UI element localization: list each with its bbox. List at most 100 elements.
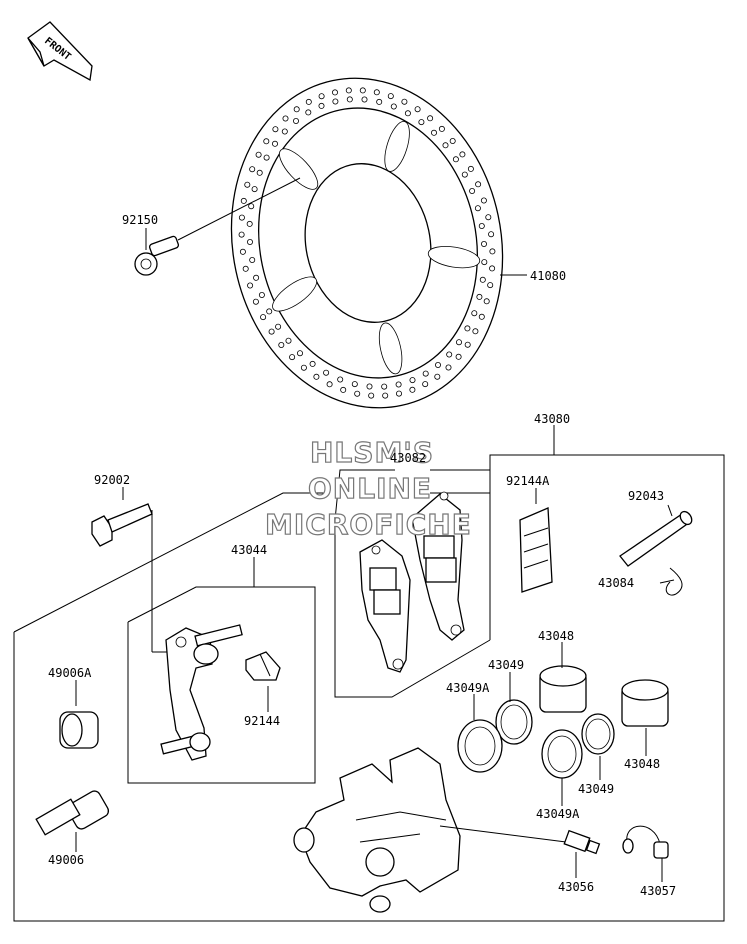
disc-hole — [271, 140, 278, 147]
leader-lines — [75, 425, 675, 882]
disc-hole — [313, 373, 320, 380]
piston-left — [539, 665, 587, 713]
disc-hole — [354, 390, 361, 397]
disc-hole — [351, 381, 358, 388]
disc-hole — [373, 89, 380, 96]
disc-hole — [260, 314, 267, 321]
disc-hole — [442, 142, 449, 149]
disc-hole — [434, 373, 441, 380]
disc-hole — [409, 377, 416, 384]
disc-bolt — [134, 177, 301, 276]
label-43048-top: 43048 — [538, 629, 574, 643]
bracket-outline — [127, 586, 316, 784]
disc-hole — [478, 222, 485, 229]
disc-slot — [384, 120, 410, 172]
disc-hole — [285, 337, 292, 344]
disc-hole — [253, 274, 260, 281]
watermark-line-1: HLSM'S — [310, 436, 434, 469]
disc-hole — [472, 328, 479, 335]
disc-hole — [489, 265, 496, 272]
label-41080: 41080 — [530, 269, 566, 283]
label-49006A: 49006A — [48, 666, 92, 680]
disc-hole — [309, 360, 316, 367]
disc-hole — [275, 323, 282, 330]
disc-hole — [445, 364, 452, 371]
label-92144: 92144 — [244, 714, 280, 728]
disc-hole — [346, 96, 353, 103]
disc-hole — [476, 293, 483, 300]
disc-hole — [401, 98, 408, 105]
disc-hole — [246, 220, 253, 227]
disc-hole — [395, 381, 402, 388]
label-92144A: 92144A — [506, 474, 550, 488]
pad-set-outline — [334, 469, 491, 698]
bleeder-valve — [563, 829, 601, 855]
disc-slot — [279, 148, 319, 190]
disc-slot — [427, 245, 481, 269]
piston-dust-seal-bottom — [541, 729, 583, 779]
disc-hole — [422, 381, 429, 388]
disc-hole — [268, 328, 275, 335]
disc-hole — [293, 106, 300, 113]
disc-hole — [255, 151, 262, 158]
disc-hole — [464, 341, 471, 348]
disc-hole — [359, 87, 366, 94]
disc-hole — [446, 351, 453, 358]
label-43049-top: 43049 — [488, 658, 524, 672]
disc-hole — [414, 106, 421, 113]
caliper-body — [293, 747, 567, 913]
disc-hole — [266, 308, 273, 315]
disc-hole — [489, 248, 496, 255]
disc-hole — [345, 87, 352, 94]
disc-hole — [366, 383, 373, 390]
disc-hole — [272, 126, 279, 133]
label-43080: 43080 — [534, 412, 570, 426]
label-92043: 92043 — [628, 489, 664, 503]
disc-hole — [480, 197, 487, 204]
label-43044: 43044 — [231, 543, 267, 557]
disc-hole — [331, 89, 338, 96]
disc-hole — [238, 231, 245, 238]
disc-hole — [249, 256, 256, 263]
disc-hole — [387, 93, 394, 100]
bleeder-cap — [622, 825, 669, 859]
disc-hole — [240, 197, 247, 204]
disc-hole — [474, 205, 481, 212]
disc-hole — [263, 138, 270, 145]
disc-hole — [438, 125, 445, 132]
disc-hole — [464, 325, 471, 332]
disc-slot — [378, 322, 403, 375]
disc-hole — [418, 119, 425, 126]
disc-hole — [300, 364, 307, 371]
disc-hole — [368, 392, 375, 399]
disc-hole — [479, 276, 486, 283]
piston-seal-top — [495, 699, 533, 745]
disc-hole — [434, 361, 441, 368]
disc-hole — [475, 181, 482, 188]
part-labels: 92150 41080 43080 43082 92002 92144A 920… — [48, 213, 676, 898]
disc-hole — [292, 118, 299, 125]
front-arrow-icon: FRONT — [27, 21, 93, 82]
disc-hole — [258, 291, 265, 298]
disc-hole — [318, 93, 325, 100]
disc-hole — [395, 390, 402, 397]
disc-hole — [242, 265, 249, 272]
disc-hole — [244, 181, 251, 188]
disc-hole — [467, 165, 474, 172]
disc-hole — [471, 310, 478, 317]
disc-hole — [478, 313, 485, 320]
disc-hole — [249, 166, 256, 173]
disc-hole — [246, 238, 253, 245]
piston-right — [621, 679, 669, 727]
label-43057: 43057 — [640, 884, 676, 898]
disc-hole — [483, 298, 490, 305]
dust-seal — [59, 711, 99, 749]
label-92002: 92002 — [94, 473, 130, 487]
label-92150: 92150 — [122, 213, 158, 227]
disc-hole — [263, 154, 270, 161]
disc-hole — [390, 103, 397, 110]
disc-hole — [289, 354, 296, 361]
disc-hole — [239, 248, 246, 255]
disc-hole — [422, 370, 429, 377]
